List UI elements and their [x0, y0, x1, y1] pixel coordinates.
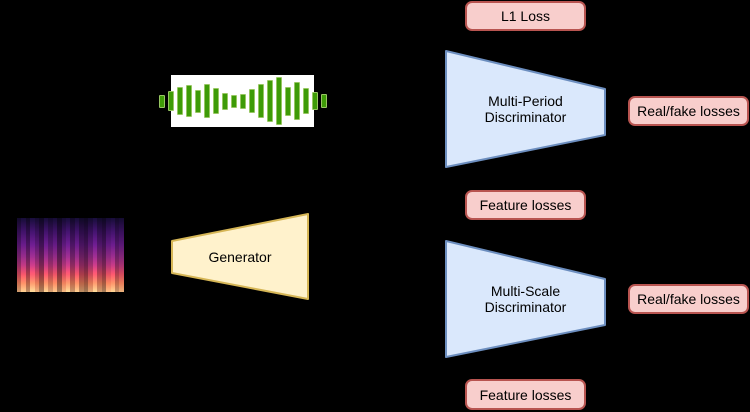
multi-period-discriminator-node: Multi-Period Discriminator — [445, 50, 606, 168]
l1-loss-box: L1 Loss — [465, 1, 586, 31]
feature-losses-bottom-label: Feature losses — [479, 386, 572, 403]
real-fake-losses-bottom-label: Real/fake losses — [637, 291, 740, 307]
multi-period-discriminator-shape — [445, 50, 606, 168]
spectrogram-columns — [17, 218, 124, 292]
generator-shape — [171, 213, 309, 300]
generator-node: Generator — [171, 213, 309, 300]
mel-spectrogram-image — [17, 218, 124, 292]
real-fake-losses-top-box: Real/fake losses — [628, 96, 749, 126]
multi-scale-discriminator-node: Multi-Scale Discriminator — [445, 240, 606, 358]
feature-losses-top-box: Feature losses — [465, 190, 586, 220]
feature-losses-bottom-box: Feature losses — [465, 379, 586, 410]
waveform-image — [158, 75, 327, 127]
feature-losses-top-label: Feature losses — [479, 197, 572, 213]
l1-loss-label: L1 Loss — [500, 8, 551, 24]
real-fake-losses-top-label: Real/fake losses — [637, 103, 740, 119]
waveform-bars — [158, 75, 327, 127]
multi-scale-discriminator-shape — [445, 240, 606, 358]
real-fake-losses-bottom-box: Real/fake losses — [628, 284, 749, 314]
